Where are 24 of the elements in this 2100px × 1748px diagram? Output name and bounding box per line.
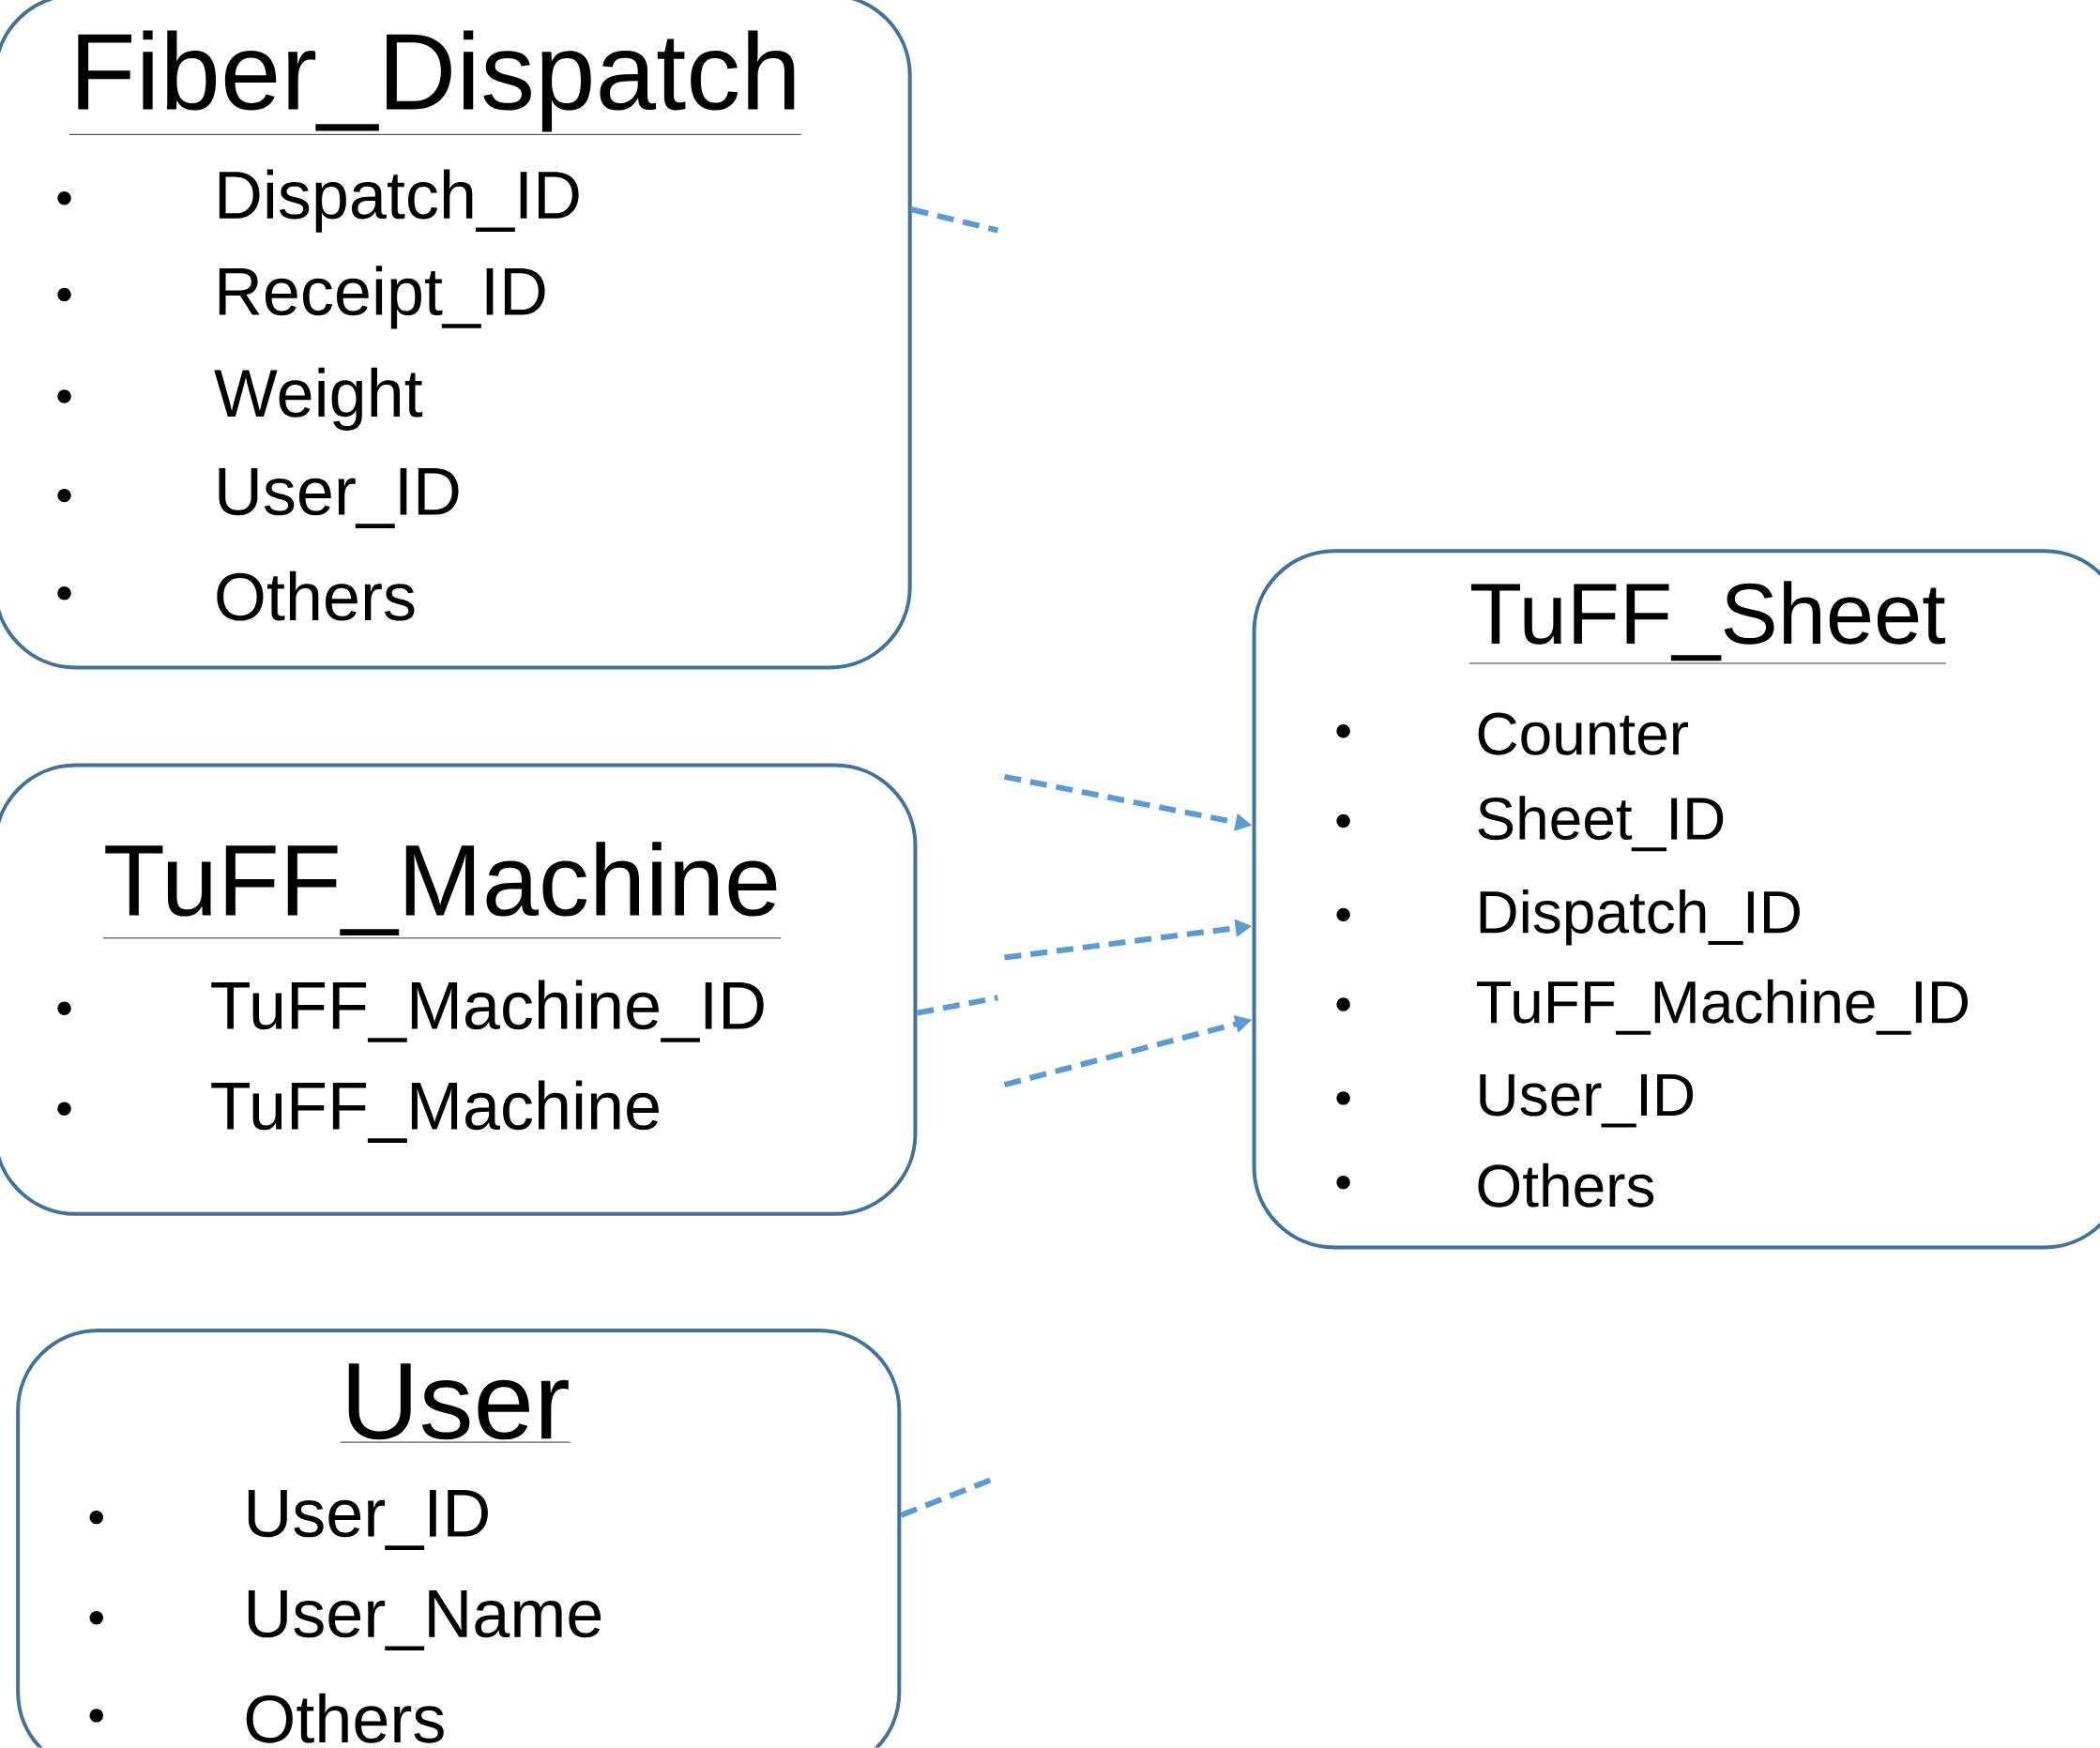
list-item: Others <box>1336 1163 1654 1208</box>
entity-box <box>0 763 918 1216</box>
list-item: User_ID <box>57 468 459 529</box>
list-item: Others <box>89 1694 444 1743</box>
entity-box <box>16 1329 902 1748</box>
list-item: TuFF_Machine_ID <box>1336 980 1968 1036</box>
entity-box <box>0 0 912 670</box>
entity-title: User <box>340 1363 571 1443</box>
list-item: Sheet_ID <box>1336 796 1724 852</box>
list-item: Receipt_ID <box>57 266 545 329</box>
list-item: Weight <box>57 368 423 432</box>
list-item: User_Name <box>89 1590 601 1651</box>
entity-title: Fiber_Dispatch <box>68 30 802 135</box>
list-item: Others <box>57 570 415 621</box>
entity-title: TuFF_Machine <box>102 842 782 939</box>
list-item: User_ID <box>89 1490 488 1551</box>
list-item: Dispatch_ID <box>1336 889 1800 946</box>
entity-title: TuFF_Sheet <box>1468 581 1947 664</box>
list-item: Counter <box>1336 712 1688 755</box>
list-item: User_ID <box>1336 1074 1694 1128</box>
list-item: Dispatch_ID <box>57 169 579 233</box>
list-item: TuFF_Machine_ID <box>57 980 764 1043</box>
list-item: TuFF_Machine <box>57 1080 659 1144</box>
entity-box <box>1252 549 2100 1250</box>
